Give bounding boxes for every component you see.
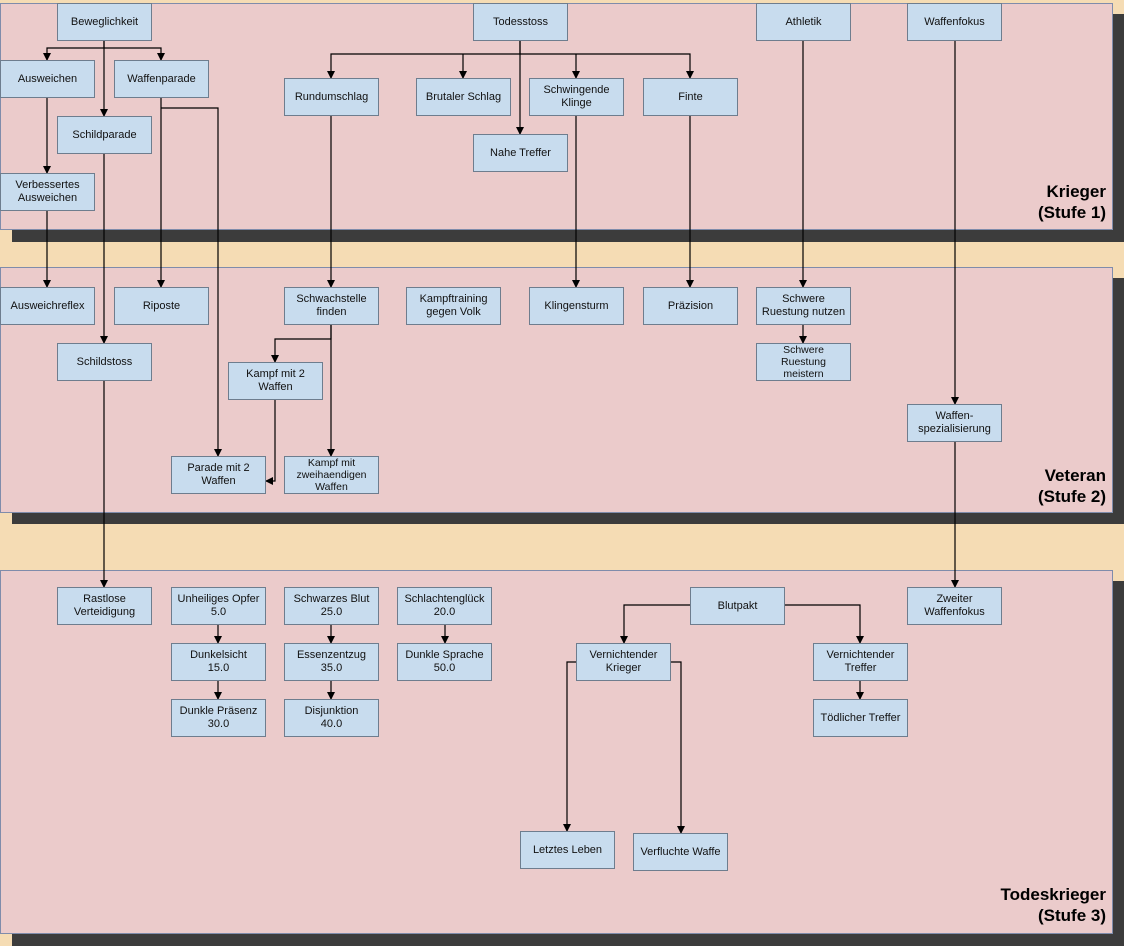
edge-krieger-letztes	[563, 661, 576, 832]
node-waffenparade[interactable]: Waffenparade	[114, 60, 209, 98]
node-schwingende-klinge[interactable]: Schwingende Klinge	[529, 78, 624, 116]
node-ausweichreflex[interactable]: Ausweichreflex	[0, 287, 95, 325]
edge-waffenparade-parade2	[161, 107, 222, 457]
node-dunkle-sprache[interactable]: Dunkle Sprache 50.0	[397, 643, 492, 681]
node-essenzentzug[interactable]: Essenzentzug 35.0	[284, 643, 379, 681]
node-schlachtenglueck[interactable]: Schlachtenglück 20.0	[397, 587, 492, 625]
edge-beweglichkeit-waffenparade	[104, 47, 165, 61]
edge-beweglichkeit-ausweichen	[43, 40, 105, 61]
edge-krieger-verfluchte	[671, 661, 685, 834]
node-todesstoss[interactable]: Todesstoss	[473, 3, 568, 41]
node-unheiliges-opfer[interactable]: Unheiliges Opfer 5.0	[171, 587, 266, 625]
node-zweiter-waffenfokus[interactable]: Zweiter Waffenfokus	[907, 587, 1002, 625]
node-finte[interactable]: Finte	[643, 78, 738, 116]
node-schwere-ruestung-nutzen[interactable]: Schwere Ruestung nutzen	[756, 287, 851, 325]
node-toedlicher-treffer[interactable]: Tödlicher Treffer	[813, 699, 908, 737]
node-riposte[interactable]: Riposte	[114, 287, 209, 325]
node-schildstoss[interactable]: Schildstoss	[57, 343, 152, 381]
node-letztes-leben[interactable]: Letztes Leben	[520, 831, 615, 869]
node-kampftraining-gegen-volk[interactable]: Kampftraining gegen Volk	[406, 287, 501, 325]
node-disjunktion[interactable]: Disjunktion 40.0	[284, 699, 379, 737]
node-verbessertes-ausweichen[interactable]: Verbessertes Ausweichen	[0, 173, 95, 211]
node-blutpakt[interactable]: Blutpakt	[690, 587, 785, 625]
tier-3-label: Todeskrieger (Stufe 3)	[1000, 885, 1106, 925]
node-rundumschlag[interactable]: Rundumschlag	[284, 78, 379, 116]
node-klingensturm[interactable]: Klingensturm	[529, 287, 624, 325]
tier-2-label: Veteran (Stufe 2)	[1038, 466, 1106, 506]
node-schwere-ruestung-meistern[interactable]: Schwere Ruestung meistern	[756, 343, 851, 381]
edge-blutpakt-krieger	[620, 604, 690, 644]
node-kampf-zweihaendig[interactable]: Kampf mit zweihaendigen Waffen	[284, 456, 379, 494]
node-parade-mit-2-waffen[interactable]: Parade mit 2 Waffen	[171, 456, 266, 494]
node-brutaler-schlag[interactable]: Brutaler Schlag	[416, 78, 511, 116]
node-vernichtender-krieger[interactable]: Vernichtender Krieger	[576, 643, 671, 681]
node-nahe-treffer[interactable]: Nahe Treffer	[473, 134, 568, 172]
edge-todesstoss-finte	[520, 53, 694, 79]
node-schwarzes-blut[interactable]: Schwarzes Blut 25.0	[284, 587, 379, 625]
edge-schwachstelle-kampf2	[271, 324, 332, 363]
edge-kampf2-parade2	[265, 400, 276, 485]
node-vernichtender-treffer[interactable]: Vernichtender Treffer	[813, 643, 908, 681]
node-schildparade[interactable]: Schildparade	[57, 116, 152, 154]
node-schwachstelle-finden[interactable]: Schwachstelle finden	[284, 287, 379, 325]
node-verfluchte-waffe[interactable]: Verfluchte Waffe	[633, 833, 728, 871]
node-dunkle-praesenz[interactable]: Dunkle Präsenz 30.0	[171, 699, 266, 737]
node-athletik[interactable]: Athletik	[756, 3, 851, 41]
tier-3-panel	[0, 570, 1113, 934]
node-kampf-mit-2-waffen[interactable]: Kampf mit 2 Waffen	[228, 362, 323, 400]
node-ausweichen[interactable]: Ausweichen	[0, 60, 95, 98]
node-praezision[interactable]: Präzision	[643, 287, 738, 325]
node-dunkelsicht[interactable]: Dunkelsicht 15.0	[171, 643, 266, 681]
node-waffenfokus[interactable]: Waffenfokus	[907, 3, 1002, 41]
tier-1-label: Krieger (Stufe 1)	[1038, 182, 1106, 222]
node-waffenspezialisierung[interactable]: Waffen- spezialisierung	[907, 404, 1002, 442]
edge-blutpakt-treffer	[784, 604, 864, 644]
node-beweglichkeit[interactable]: Beweglichkeit	[57, 3, 152, 41]
edge-todesstoss-rundumschlag	[327, 40, 521, 79]
node-rastlose-verteidigung[interactable]: Rastlose Verteidigung	[57, 587, 152, 625]
